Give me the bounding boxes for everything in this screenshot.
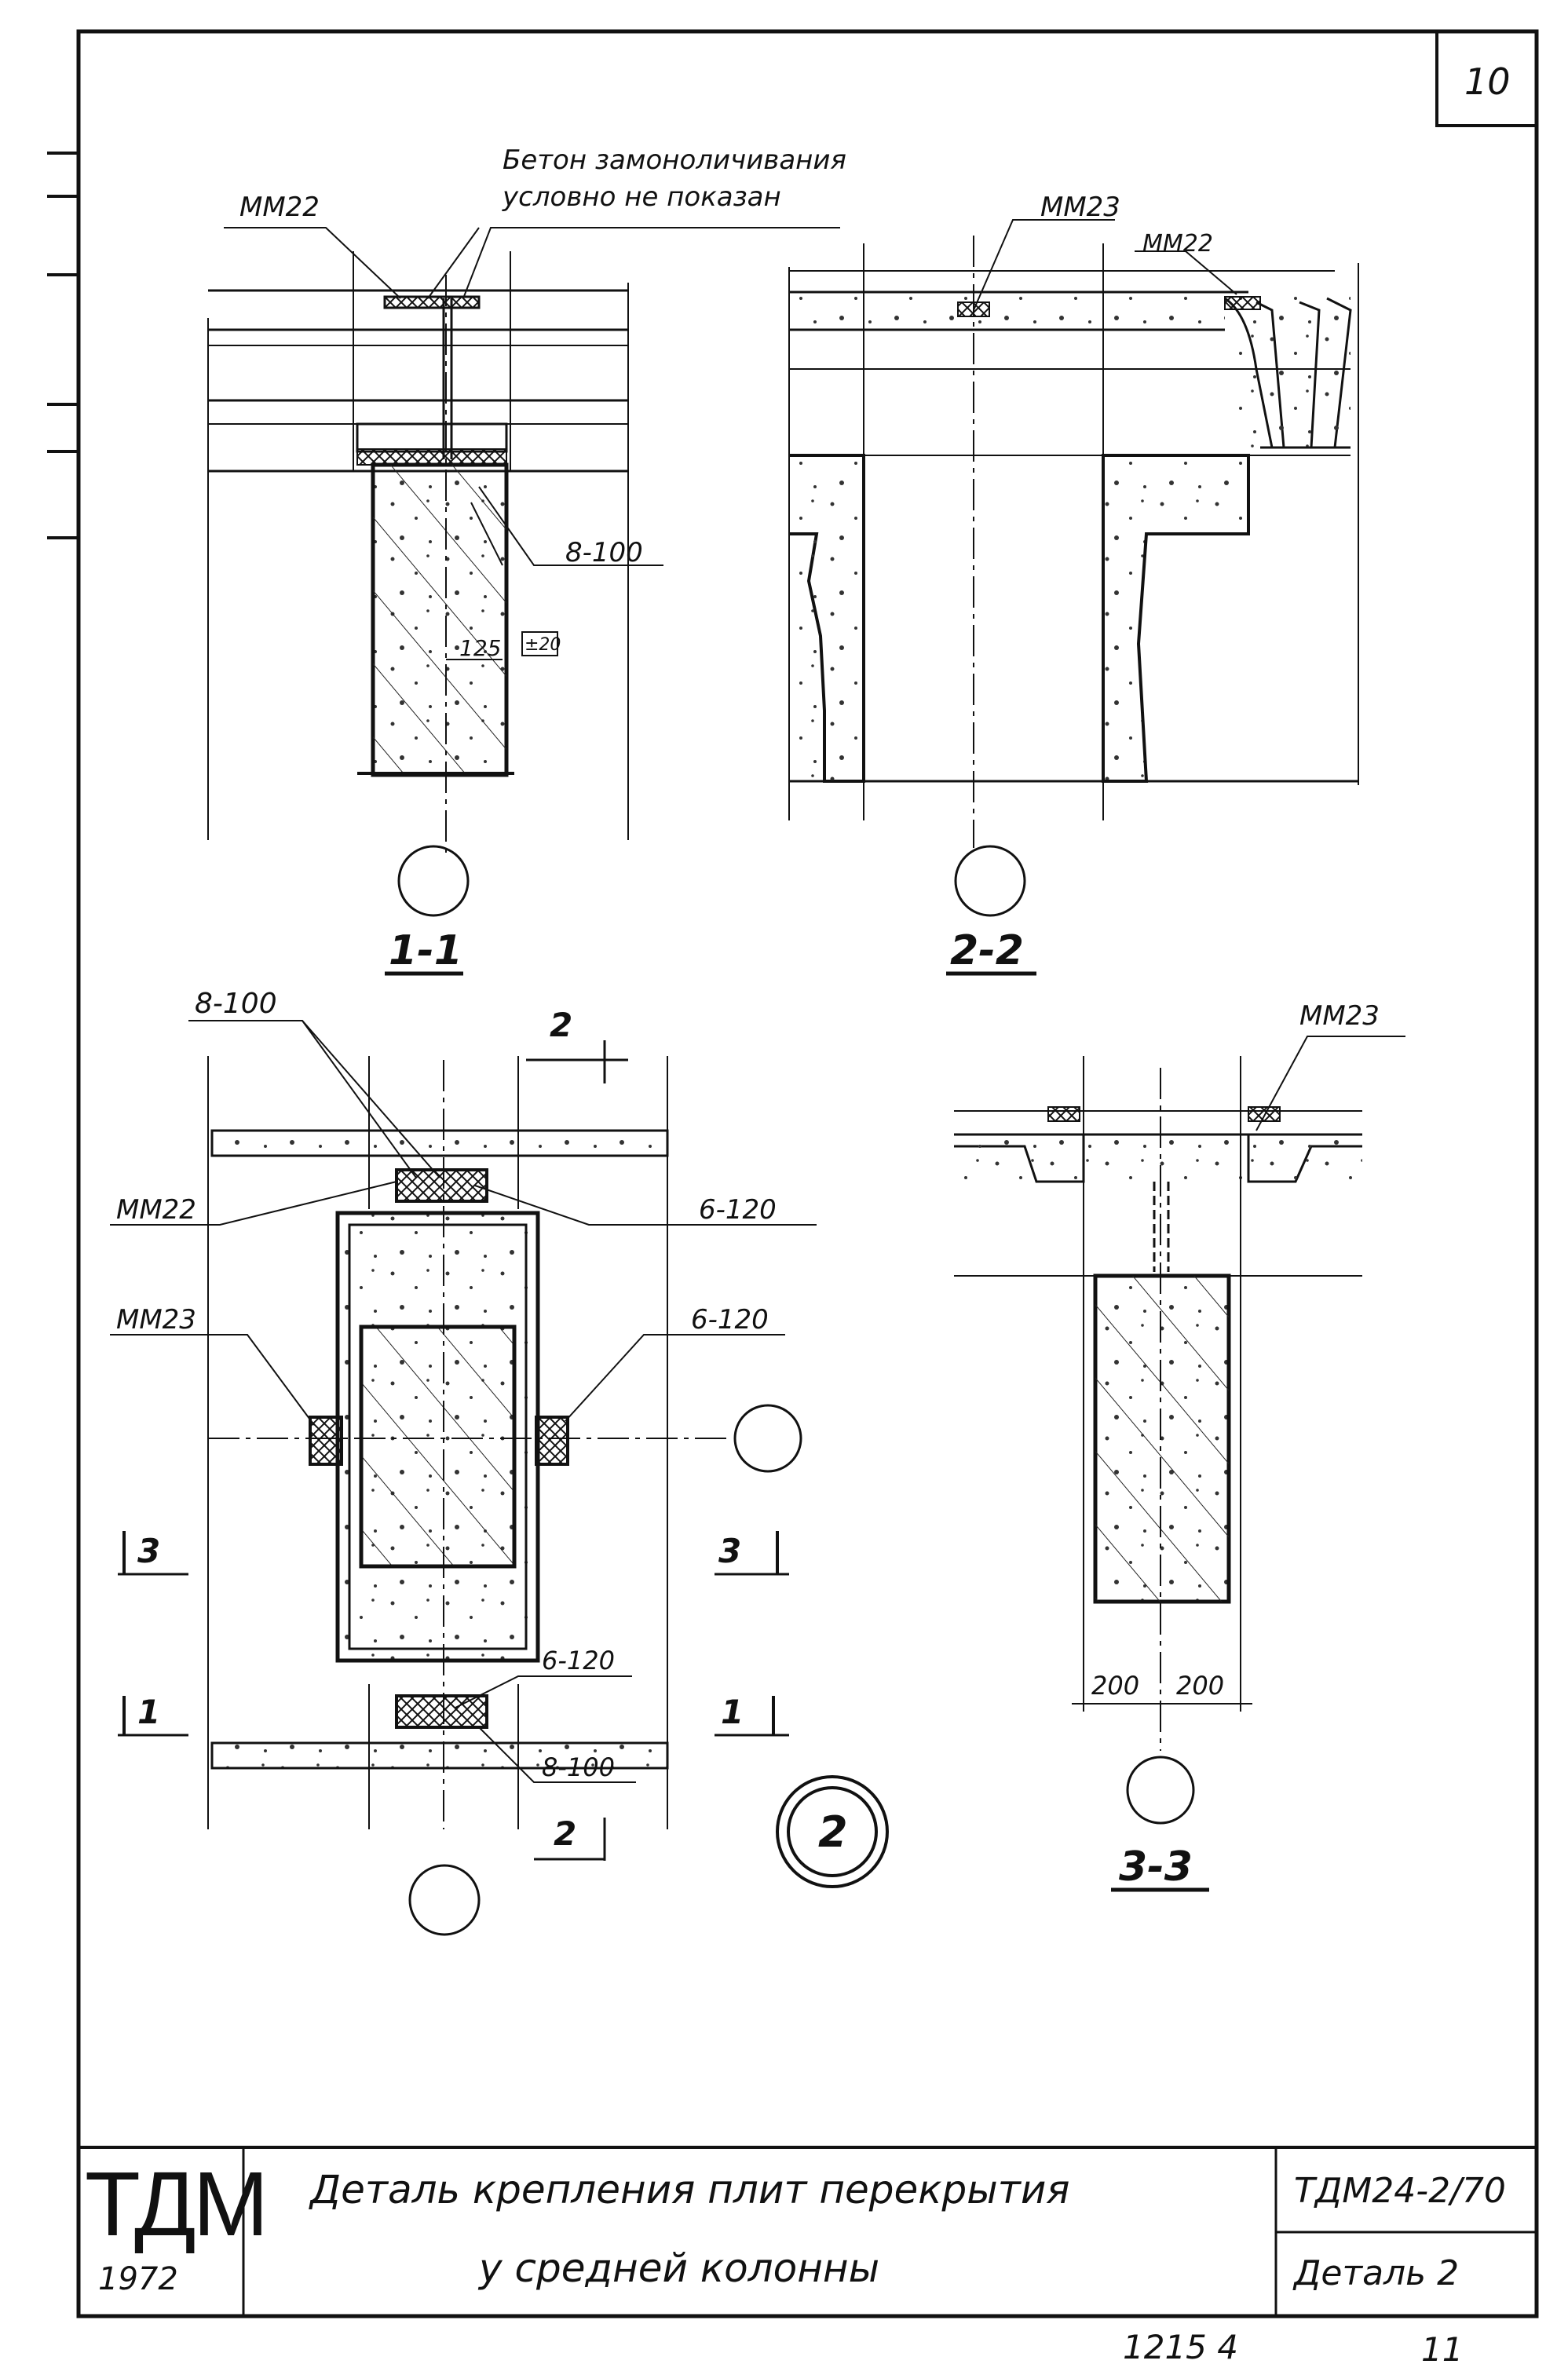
rebar-6-120-label-1: 6-120 xyxy=(699,1194,777,1226)
mm22-label-3: ММ22 xyxy=(116,1194,196,1226)
footer-letter: 11 xyxy=(1421,2330,1464,2369)
rebar-6-120-label-3: 6-120 xyxy=(542,1646,615,1675)
cut-label-3-right: 3 xyxy=(718,1532,741,1570)
sheet-number: 10 xyxy=(1464,60,1511,103)
sheet-frame xyxy=(47,29,1539,2318)
document-code: ТДМ24-2/70 xyxy=(1294,2171,1506,2211)
note-line-2: условно не показан xyxy=(502,181,781,213)
dim-200-left: 200 xyxy=(1091,1671,1139,1701)
section-3-3 xyxy=(954,1036,1405,1892)
section-2-2-title: 2-2 xyxy=(950,927,1024,974)
footer-number: 1215 4 xyxy=(1123,2328,1238,2366)
mm23-label-1: ММ23 xyxy=(1040,192,1120,223)
dim-plus20: ±20 xyxy=(524,635,561,655)
dim-125: 125 xyxy=(459,635,501,661)
cut-label-3-left: 3 xyxy=(137,1532,160,1570)
section-1-1 xyxy=(207,227,840,976)
section-3-3-title: 3-3 xyxy=(1119,1843,1193,1891)
title-line-2: у средней колонны xyxy=(479,2245,880,2291)
rebar-6-120-label-2: 6-120 xyxy=(691,1304,769,1335)
rebar-8-100-label-1: 8-100 xyxy=(565,537,643,568)
rebar-8-100-label-3: 8-100 xyxy=(542,1752,615,1782)
year: 1972 xyxy=(98,2261,178,2297)
detail-label: Деталь 2 xyxy=(1294,2253,1460,2293)
detail-marker: 2 xyxy=(818,1807,848,1857)
logo: ТДМ xyxy=(85,2153,269,2255)
dim-200-right: 200 xyxy=(1176,1671,1224,1701)
title-line-1: Деталь крепления плит перекрытия xyxy=(310,2167,1070,2212)
note-line-1: Бетон замоноличивания xyxy=(503,144,846,176)
cut-label-1-right: 1 xyxy=(721,1693,744,1731)
cut-label-1-left: 1 xyxy=(137,1693,160,1731)
mm22-label-1: ММ22 xyxy=(239,192,320,223)
section-1-1-title: 1-1 xyxy=(389,927,462,974)
mm23-label-3: ММ23 xyxy=(1299,1000,1380,1032)
rebar-8-100-label-2: 8-100 xyxy=(195,988,277,1020)
cut-label-2-top: 2 xyxy=(550,1006,572,1044)
mm22-label-2: ММ22 xyxy=(1142,230,1213,258)
cut-label-2-bottom: 2 xyxy=(554,1814,576,1853)
plan-view xyxy=(110,1020,889,1936)
section-2-2 xyxy=(788,219,1359,976)
mm23-label-2: ММ23 xyxy=(116,1304,196,1335)
